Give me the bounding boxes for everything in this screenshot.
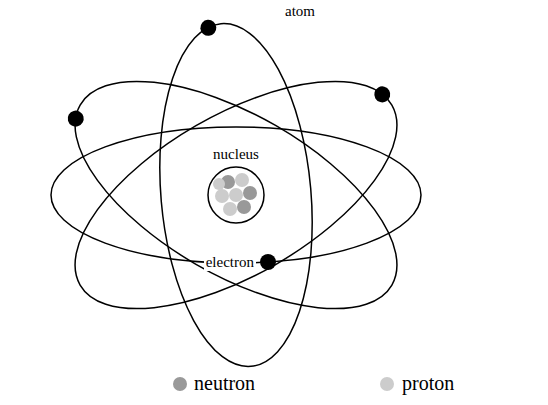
orbit <box>146 17 325 373</box>
legend-swatch <box>173 377 187 391</box>
legend-swatch <box>380 377 394 391</box>
part-label: electron <box>204 254 256 271</box>
nucleons <box>213 173 257 216</box>
orbit <box>40 36 432 355</box>
electron-dot <box>371 83 393 105</box>
electron-dot <box>260 254 276 270</box>
orbit <box>40 36 432 355</box>
part-label: nucleus <box>211 146 261 163</box>
legend-text: neutron <box>194 372 255 394</box>
title-label: atom <box>283 3 317 20</box>
legend-text: proton <box>402 372 454 394</box>
orbit <box>51 127 421 263</box>
electron-dot <box>65 108 87 130</box>
electron-dot <box>200 19 217 36</box>
nucleus-circle <box>208 167 264 223</box>
